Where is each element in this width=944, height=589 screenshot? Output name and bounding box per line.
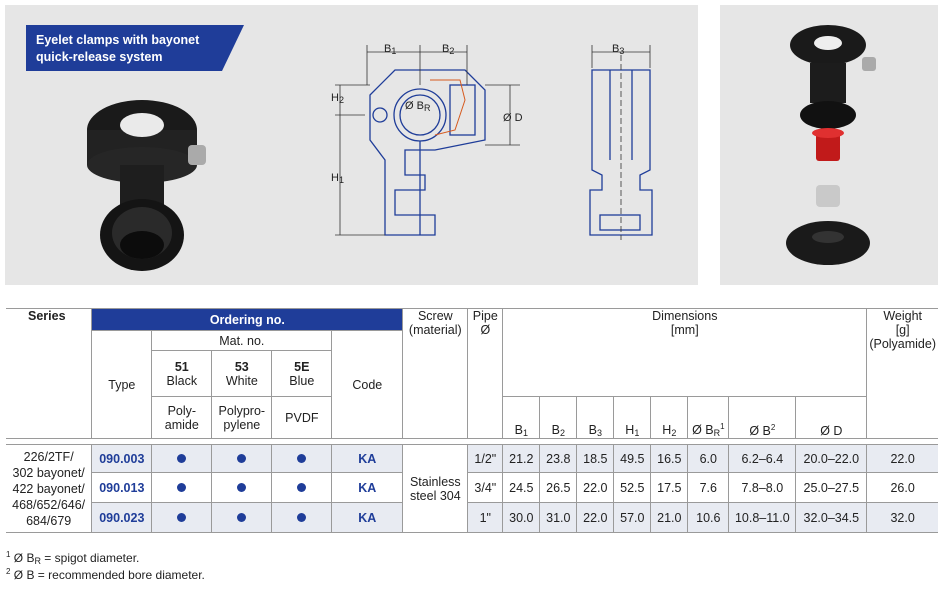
footnote-1: 1 Ø BR = spigot diameter. [6,550,140,566]
dim-cell: 24.5 [502,472,541,503]
ordering-header: Ordering no. [91,308,404,331]
code-header: Code [331,330,404,439]
dim-col-b1: B1 [502,396,541,439]
label-d: Ø D [503,112,523,124]
availability-dot [271,472,333,503]
side-view-drawing [589,45,653,240]
dim-cell: 17.5 [650,472,689,503]
series-header: Series [6,308,93,439]
screw-cell: Stainless steel 304 [402,444,469,533]
code-cell: KA [331,502,404,533]
availability-dot [271,502,333,533]
availability-dot [211,502,273,533]
front-view-drawing [335,45,520,236]
mat-51-material: Poly- amide [151,396,213,439]
type-cell: 090.023 [91,502,153,533]
dim-col-b: Ø B2 [728,396,797,439]
mat-53-material: Polypro- pylene [211,396,273,439]
dim-cell: 52.5 [613,472,652,503]
availability-dot [151,472,213,503]
weight-cell: 22.0 [866,444,938,473]
dim-cell: 10.8–11.0 [728,502,797,533]
dim-cell: 57.0 [613,502,652,533]
dim-col-h2: H2 [650,396,689,439]
dimensions-header: Dimensions [mm] [502,308,868,397]
label-b1: B1 [384,43,397,56]
mat-header: Mat. no. [151,330,333,351]
dim-cell: 6.0 [687,444,730,473]
dim-cell: 18.5 [576,444,615,473]
banner-text: Eyelet clamps with bayonet quick-release… [36,32,199,66]
availability-dot [271,444,333,473]
exploded-parts-photo [786,25,876,265]
availability-dot [211,444,273,473]
code-cell: KA [331,472,404,503]
screw-header: Screw (material) [402,308,469,439]
banner-line-2: quick-release system [36,50,163,64]
dim-col-h1: H1 [613,396,652,439]
availability-dot [151,502,213,533]
dim-cell: 26.5 [539,472,578,503]
footnote-2: 2 Ø B = recommended bore diameter. [6,567,205,582]
series-cell: 226/2TF/ 302 bayonet/ 422 bayonet/ 468/6… [6,444,93,533]
label-h1: H1 [331,172,344,185]
specifications-table: Series Ordering no. Screw (material) Pip… [6,308,938,533]
mat-5e-material: PVDF [271,396,333,439]
code-cell: KA [331,444,404,473]
pipe-cell: 1/2" [467,444,504,473]
dim-col-b2: B2 [539,396,578,439]
availability-dot [151,444,213,473]
pipe-cell: 3/4" [467,472,504,503]
dim-cell: 22.0 [576,472,615,503]
label-h2: H2 [331,92,344,105]
weight-cell: 26.0 [866,472,938,503]
dim-col-br: Ø BR1 [687,396,730,439]
pipe-cell: 1" [467,502,504,533]
label-b3: B3 [612,43,625,56]
pipe-header: Pipe Ø [467,308,504,439]
label-br: Ø BR [405,100,431,113]
availability-dot [211,472,273,503]
banner-line-1: Eyelet clamps with bayonet [36,33,200,47]
dim-cell: 6.2–6.4 [728,444,797,473]
dim-cell: 31.0 [539,502,578,533]
type-cell: 090.003 [91,444,153,473]
dim-cell: 30.0 [502,502,541,533]
table-row: 090.013 KA 3/4" 24.5 26.5 22.0 52.5 17.5… [6,472,938,503]
weight-header: Weight [g] (Polyamide) [866,308,938,439]
table-row: 090.023 KA 1" 30.0 31.0 22.0 57.0 21.0 1… [6,502,938,533]
dim-cell: 22.0 [576,502,615,533]
type-header: Type [91,330,153,439]
dim-cell: 21.2 [502,444,541,473]
label-b2: B2 [442,43,455,56]
dim-cell: 16.5 [650,444,689,473]
dim-col-b3: B3 [576,396,615,439]
weight-cell: 32.0 [866,502,938,533]
dim-cell: 20.0–22.0 [795,444,868,473]
product-title-banner: Eyelet clamps with bayonet quick-release… [26,25,244,71]
type-cell: 090.013 [91,472,153,503]
dim-cell: 7.8–8.0 [728,472,797,503]
dim-cell: 21.0 [650,502,689,533]
dim-col-d: Ø D [795,396,868,439]
dim-cell: 49.5 [613,444,652,473]
dim-cell: 32.0–34.5 [795,502,868,533]
dim-cell: 10.6 [687,502,730,533]
dim-cell: 7.6 [687,472,730,503]
eyelet-clamp-photo [87,100,206,271]
table-row: 226/2TF/ 302 bayonet/ 422 bayonet/ 468/6… [6,444,938,533]
dim-cell: 25.0–27.5 [795,472,868,503]
dim-cell: 23.8 [539,444,578,473]
